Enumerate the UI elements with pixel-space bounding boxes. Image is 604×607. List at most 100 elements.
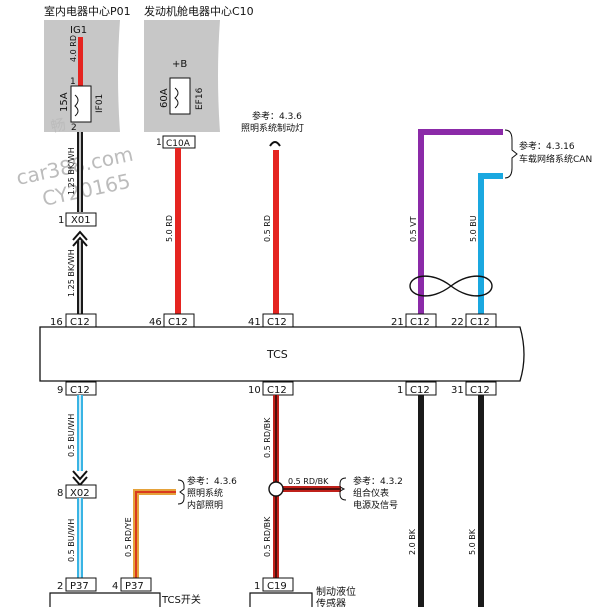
- c12-31-pin: 31: [451, 385, 464, 396]
- wire-gnd2-label: 5.0 BK: [468, 528, 477, 555]
- p37-4-connector: [120, 577, 152, 592]
- splice-icon: [268, 481, 284, 497]
- wire-p37-bot-label: 0.5 BU/WH: [67, 519, 76, 562]
- c12-10-label: C12: [267, 385, 287, 396]
- ref-can-text: 车载网络系统CAN: [519, 153, 592, 165]
- p37-2-pin: 2: [57, 581, 63, 592]
- ref-cluster-code: 参考：4.3.2: [353, 475, 403, 487]
- wire-p37-top-label: 0.5 BU/WH: [67, 414, 76, 457]
- x01-chevron-icon: [72, 230, 88, 241]
- c12-22-pin: 22: [451, 317, 464, 328]
- twisted-pair-icon: [409, 275, 493, 297]
- c12-31-label: C12: [470, 385, 490, 396]
- c19-1-label: C19: [267, 581, 287, 592]
- p01-feed-wire: [78, 37, 83, 87]
- fuse-ef16-element-icon: [174, 87, 179, 109]
- c12-16-label: C12: [70, 317, 90, 328]
- fuse-if01-body: [70, 85, 92, 123]
- c12-21-label: C12: [410, 317, 430, 328]
- p37-4-label: P37: [125, 581, 144, 592]
- c10a-connector-label: C10A: [166, 139, 191, 149]
- wire-rdye-stripe: [135, 491, 176, 578]
- x02-chevron-icon: [72, 470, 88, 481]
- fuse-ef16-rating: 60A: [159, 88, 170, 108]
- tcs-switch-box: [49, 592, 161, 607]
- wire-brake-rd: [273, 150, 279, 314]
- c12-10-pin: 10: [248, 385, 261, 396]
- wire-brake-rd-label: 0.5 RD: [263, 215, 272, 242]
- wire-bu-label: 5.0 BU: [469, 215, 478, 242]
- fuse-if01-rating: 15A: [59, 92, 70, 112]
- c12-21-pin: 21: [391, 317, 404, 328]
- wire-gnd-50bk: [478, 395, 484, 607]
- p01-wire-label: 4.0 RD: [69, 35, 78, 62]
- p01-pin-bot: 2: [71, 123, 77, 133]
- wire-gnd-20bk: [418, 395, 424, 607]
- p37-4-pin: 4: [112, 581, 118, 592]
- x02-connector-label: X02: [70, 488, 90, 499]
- x01-connector: [65, 212, 97, 227]
- c12-16-pin: 16: [50, 317, 63, 328]
- cluster-ref-bracket: [339, 477, 347, 501]
- x02-pin: 8: [57, 488, 63, 499]
- wire-c10-rd: [175, 148, 181, 314]
- fuse-ef16-body: [169, 77, 191, 115]
- fuse-ef16-id: EF16: [195, 87, 205, 110]
- c10-feed-label: +B: [172, 59, 187, 70]
- wire-cluster-label: 0.5 RD/BK: [288, 477, 329, 486]
- ref-interior-code: 参考：4.3.6: [187, 475, 237, 487]
- c12-1-label: C12: [410, 385, 430, 396]
- p01-pin-top: 1: [70, 77, 76, 87]
- wire-c19-bot-label: 0.5 RD/BK: [263, 516, 272, 557]
- c12-22-label: C12: [470, 317, 490, 328]
- can-ref-bracket: [504, 129, 518, 179]
- tcs-module: [39, 326, 525, 382]
- fuse-if01-id: IF01: [95, 94, 105, 113]
- interior-ref-bracket: [177, 479, 185, 505]
- ref-interior-line2: 内部照明: [187, 499, 223, 511]
- c19-1-pin: 1: [254, 581, 260, 592]
- tcs-label: TCS: [266, 348, 288, 361]
- module-p01-title: 室内电器中心P01: [44, 4, 131, 18]
- ref-brake-code: 参考：4.3.6: [252, 110, 302, 122]
- module-c10-panel: [144, 20, 220, 132]
- wire-rdye-label: 0.5 RD/YE: [124, 517, 133, 557]
- x01-chevron2-icon: [72, 236, 88, 247]
- c12-9-pin: 9: [57, 385, 63, 396]
- p37-2-connector: [65, 577, 97, 592]
- ref-cluster-line2: 电源及信号: [353, 499, 398, 511]
- x01-connector-label: X01: [71, 215, 91, 226]
- c12-46-label: C12: [168, 317, 188, 328]
- wire-break-icon: [269, 141, 281, 147]
- wire-can-vt: [418, 129, 503, 314]
- brake-level-label-2: 传感器: [316, 597, 346, 607]
- c19-1-connector: [262, 577, 294, 592]
- fuse-if01-element-icon: [74, 94, 79, 117]
- c12-1-pin: 1: [397, 385, 403, 396]
- x01-pin: 1: [58, 215, 64, 226]
- wire-rdye: [133, 489, 176, 578]
- tcs-switch-label: TCS开关: [161, 593, 201, 606]
- brake-level-label: 制动液位: [316, 585, 356, 598]
- p01-feed-label: IG1: [70, 25, 87, 36]
- ref-brake-text: 照明系统制动灯: [241, 122, 304, 134]
- c12-41-label: C12: [267, 317, 287, 328]
- wire-c10-rd-label: 5.0 RD: [165, 215, 174, 242]
- ref-interior-line1: 照明系统: [187, 487, 223, 499]
- ref-cluster-line1: 组合仪表: [353, 487, 389, 499]
- c12-46-pin: 46: [149, 317, 162, 328]
- wire-gnd1-label: 2.0 BK: [408, 528, 417, 555]
- wire-c19-top-label: 0.5 RD/BK: [263, 417, 272, 458]
- module-c10-title: 发动机舱电器中心C10: [144, 4, 254, 18]
- p37-2-label: P37: [70, 581, 89, 592]
- watermark-line1: 畅: [49, 115, 67, 136]
- wire-can-bu: [478, 173, 503, 314]
- ref-can-code: 参考：4.3.16: [519, 140, 575, 152]
- c10-pin: 1: [156, 138, 162, 148]
- wire-x01-bot-label: 1.25 BK/WH: [67, 249, 76, 297]
- wire-vt-label: 0.5 VT: [409, 216, 418, 242]
- wire-x01-top-label: 1.25 BK/WH: [67, 147, 76, 195]
- brake-level-box: [249, 592, 313, 607]
- c12-41-pin: 41: [248, 317, 261, 328]
